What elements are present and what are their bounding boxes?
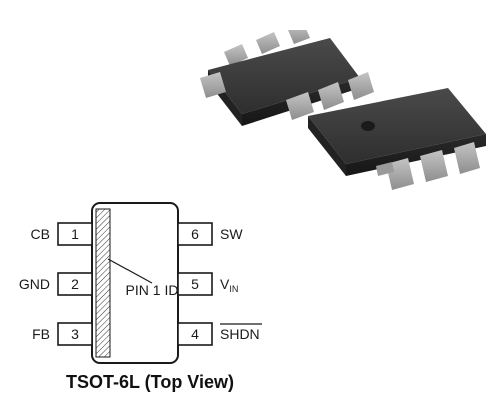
pin-number-2: 2: [71, 276, 79, 292]
pin1-id-label: PIN 1 ID: [126, 282, 179, 298]
pin-name-sw: SW: [220, 226, 243, 242]
package-upper-lead: [318, 82, 344, 110]
package-render: [200, 30, 486, 190]
package-upper-lead: [348, 72, 374, 100]
package-lower-lead: [376, 162, 394, 176]
package-lower-body: [308, 88, 486, 164]
pin1-dot: [361, 121, 375, 131]
package-lower-side: [308, 116, 346, 176]
package-upper-lead: [288, 30, 310, 44]
pin1-id-strip: [95, 208, 111, 358]
package-lower-lead: [420, 150, 448, 182]
pin-name-cb: CB: [31, 226, 50, 242]
pin-name-shdn: SHDN: [220, 326, 260, 342]
package-lower-lead: [386, 158, 414, 190]
pin1-leader-line: [107, 258, 153, 284]
pin-box-4: [177, 322, 213, 346]
package-upper-lead: [286, 92, 314, 120]
pin-name-fb: FB: [32, 326, 50, 342]
pin-box-3: [57, 322, 93, 346]
pin-number-6: 6: [191, 226, 199, 242]
package-lower: [308, 88, 486, 190]
pin-name-gnd: GND: [19, 276, 50, 292]
pin-box-1: [57, 222, 93, 246]
package-upper: [200, 30, 374, 126]
pin-number-5: 5: [191, 276, 199, 292]
package-upper-body: [208, 38, 360, 114]
package-upper-lead: [200, 72, 226, 98]
pin-number-4: 4: [191, 326, 199, 342]
pin-box-5: [177, 272, 213, 296]
pin-number-3: 3: [71, 326, 79, 342]
package-lower-lead: [454, 142, 480, 174]
package-upper-lead: [256, 32, 280, 54]
pin-name-vin-sub: IN: [229, 284, 238, 294]
pinout-diagram: PIN 1 ID 1 CB 2 GND 3 FB 6 SW 5 VIN 4 SH…: [19, 202, 262, 364]
pin-name-vin: VIN: [220, 276, 238, 294]
pin-number-1: 1: [71, 226, 79, 242]
pin-box-2: [57, 272, 93, 296]
pin-name-vin-main: V: [220, 276, 230, 292]
pin-box-6: [177, 222, 213, 246]
package-upper-lead: [224, 44, 248, 66]
diagram-caption: TSOT-6L (Top View): [65, 372, 234, 392]
